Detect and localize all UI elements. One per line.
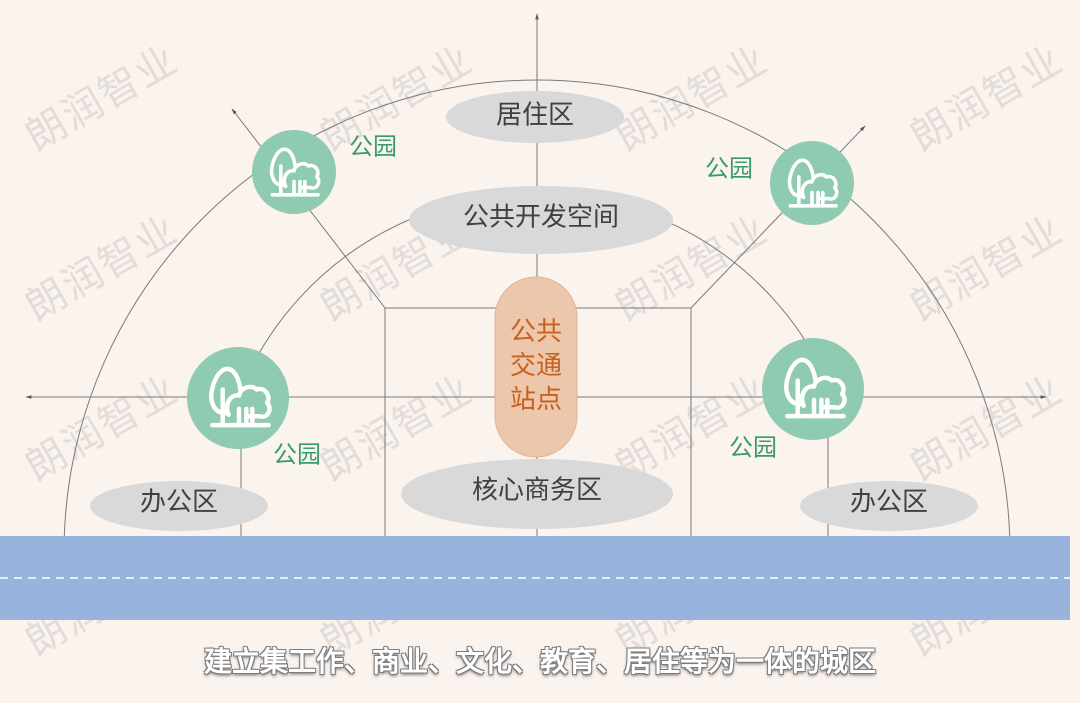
zone-office-right-shape <box>800 481 978 531</box>
park-top-left <box>252 130 336 214</box>
caption: 建立集工作、商业、文化、教育、居住等为一体的城区 <box>203 645 877 678</box>
zone-cbd-label: 核心商务区 <box>471 475 603 506</box>
park-mid-left <box>187 347 289 449</box>
station-shape <box>494 276 578 458</box>
zone-residential-label: 居住区 <box>495 100 575 131</box>
park-label-mid-right: 公园 <box>729 433 777 462</box>
park-label-top-right: 公园 <box>705 154 753 183</box>
park-mid-right <box>762 338 864 440</box>
park-top-right <box>770 141 854 225</box>
zone-office-right-label: 办公区 <box>849 487 929 518</box>
park-label-top-left: 公园 <box>349 132 397 161</box>
zone-public-space-shape <box>409 186 673 254</box>
zone-public-space-label: 公共开发空间 <box>462 202 620 233</box>
station-label: 公共交通站点 <box>509 317 562 415</box>
park-label-mid-left: 公园 <box>273 440 321 469</box>
zone-office-left-shape <box>90 481 268 531</box>
zone-office-left-label: 办公区 <box>139 487 219 518</box>
zone-residential-shape <box>446 91 624 143</box>
zone-cbd-shape <box>401 459 673 529</box>
